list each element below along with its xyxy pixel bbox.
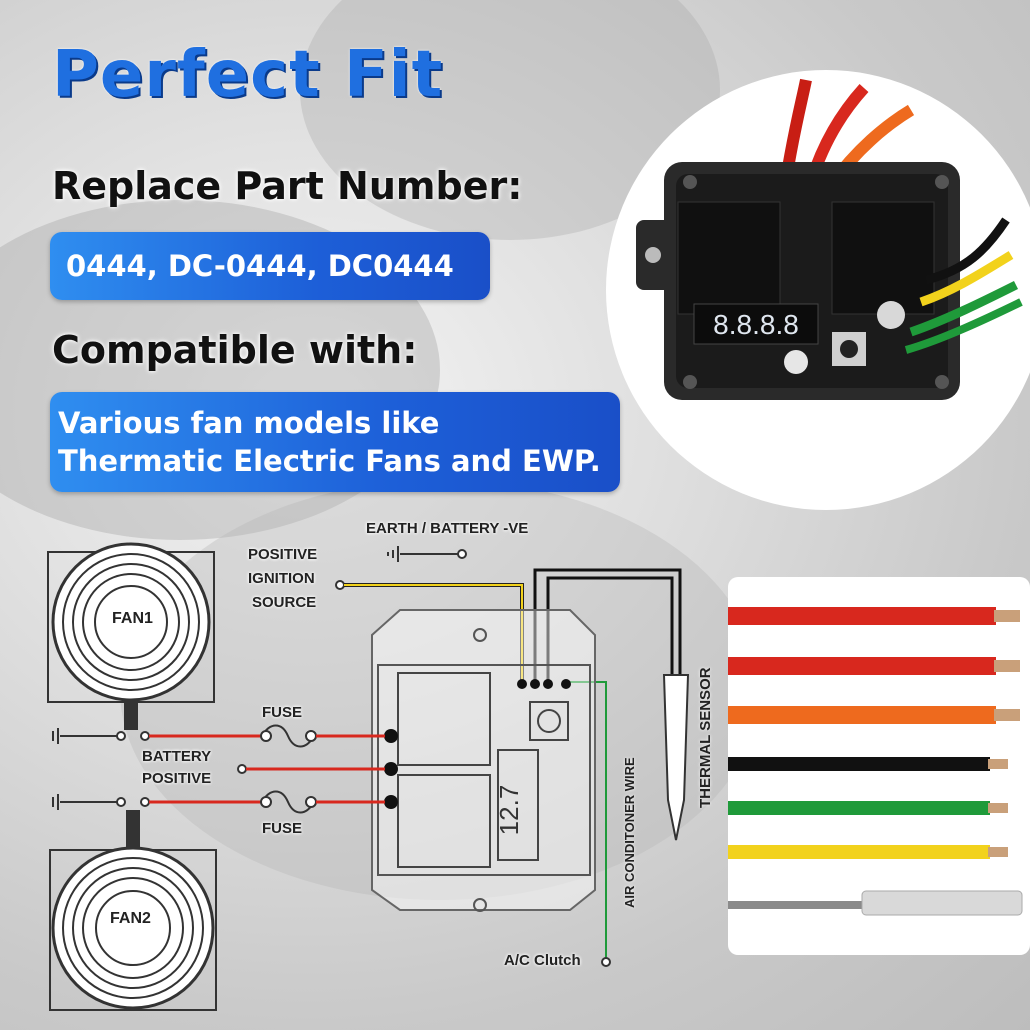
- ignition-label-3: SOURCE: [252, 594, 317, 611]
- fan2-label: FAN2: [110, 910, 151, 927]
- led-display-digits: 8.8.8.8: [713, 309, 799, 340]
- fan2-graphic: [49, 810, 217, 1011]
- terminal-2: [530, 679, 540, 689]
- wire-sample-orange: [728, 706, 996, 724]
- wire-green-out: [909, 280, 1019, 337]
- compatible-heading: Compatible with:: [52, 328, 418, 372]
- earth-label: EARTH / BATTERY -VE: [366, 520, 529, 537]
- wire-black-out: [924, 217, 1010, 285]
- diagram-display-text: 12.7: [494, 785, 524, 836]
- controller-outline: [371, 609, 596, 911]
- fuse-bottom-label: FUSE: [262, 820, 303, 837]
- compatible-line-1: Various fan models like: [58, 406, 440, 440]
- terminal-1: [517, 679, 527, 689]
- relay-right: [831, 201, 935, 315]
- fuse-bottom-icon: [261, 790, 315, 814]
- battery-label-2: POSITIVE: [142, 770, 212, 787]
- wire-sample-sensor-cable: [728, 901, 868, 909]
- compatible-badge: Various fan models like Thermatic Electr…: [50, 392, 620, 492]
- diagram-button: [529, 701, 569, 741]
- compatible-line-2: Thermatic Electric Fans and EWP.: [58, 444, 601, 478]
- replace-heading: Replace Part Number:: [52, 164, 523, 208]
- relay-left: [677, 201, 781, 315]
- page-title: Perfect Fit: [52, 38, 444, 112]
- engine-bay-background-3: [120, 480, 760, 900]
- led-display: [693, 303, 819, 345]
- fuse-top-label: FUSE: [262, 704, 303, 721]
- fan1-graphic: [47, 542, 215, 730]
- ac-clutch-label: A/C Clutch: [504, 952, 581, 969]
- fuse-top-icon: [261, 724, 315, 748]
- diagram-relay-bottom: [397, 774, 491, 868]
- aircon-wire-label: AIR CONDITONER WIRE: [622, 757, 637, 908]
- part-numbers-badge: 0444, DC-0444, DC0444: [50, 232, 490, 300]
- terminal-battery: [384, 762, 398, 776]
- terminal-3: [543, 679, 553, 689]
- terminal-fan1: [384, 729, 398, 743]
- thermal-sensor-probe: [662, 674, 690, 841]
- diagram-display: [497, 749, 539, 861]
- battery-label-1: BATTERY: [142, 748, 212, 765]
- thermal-sensor-label: THERMAL SENSOR: [697, 667, 714, 808]
- wire-sample-red-1: [728, 607, 996, 625]
- wire-yellow-out: [919, 251, 1014, 307]
- wire-samples: [728, 607, 1023, 916]
- diagram-relay-top: [397, 672, 491, 766]
- fan1-label: FAN1: [112, 610, 153, 627]
- wiring-diagram: 12.7: [47, 542, 690, 1011]
- wire-sample-black: [728, 757, 990, 771]
- wire-sample-yellow: [728, 845, 990, 859]
- product-controller: 8.8.8.8: [636, 78, 1023, 400]
- wire-sample-sensor-probe: [861, 890, 1023, 916]
- terminal-4: [561, 679, 571, 689]
- ignition-label-2: IGNITION: [248, 570, 315, 587]
- ignition-label-1: POSITIVE: [248, 546, 318, 563]
- wire-sample-red-2: [728, 657, 996, 675]
- wire-green-out-2: [904, 298, 1023, 354]
- wire-sample-green: [728, 801, 990, 815]
- terminal-fan2: [384, 795, 398, 809]
